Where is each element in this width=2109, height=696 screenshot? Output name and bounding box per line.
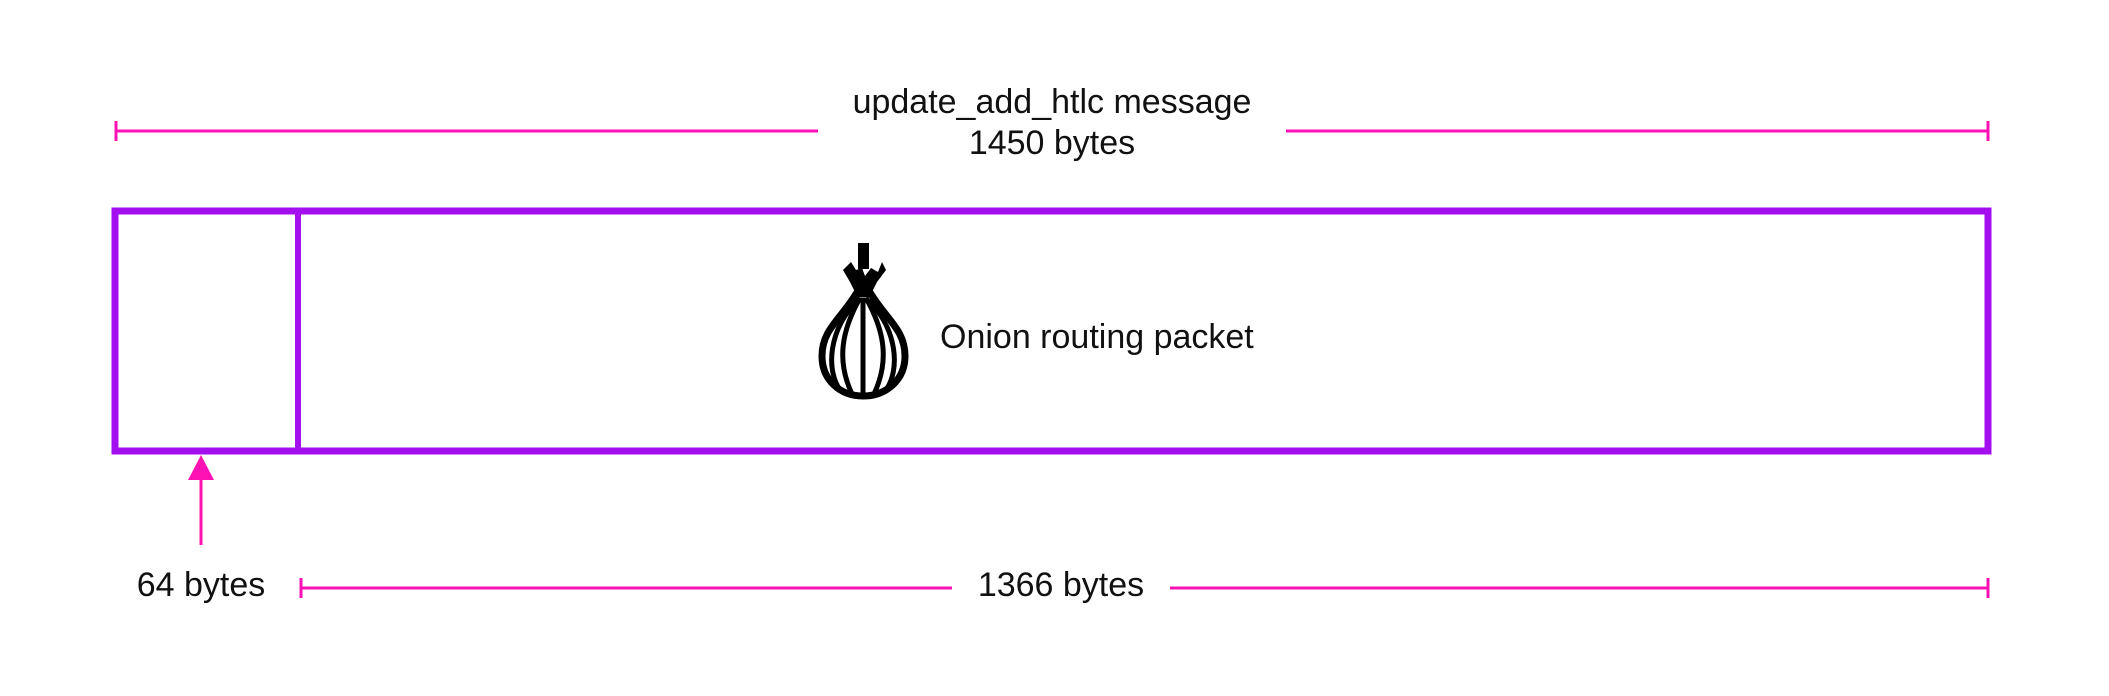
message-title: update_add_htlc message xyxy=(852,83,1252,121)
packet-label: Onion routing packet xyxy=(940,318,1254,356)
payload-dimension-line xyxy=(299,578,1990,598)
header-arrow xyxy=(188,455,214,545)
header-size-label: 64 bytes xyxy=(136,566,266,604)
packet-box xyxy=(111,207,1992,455)
onion-icon xyxy=(818,243,909,400)
message-size: 1450 bytes xyxy=(968,124,1136,162)
payload-size-label: 1366 bytes xyxy=(977,566,1145,604)
message-dimension-line xyxy=(114,121,1990,141)
